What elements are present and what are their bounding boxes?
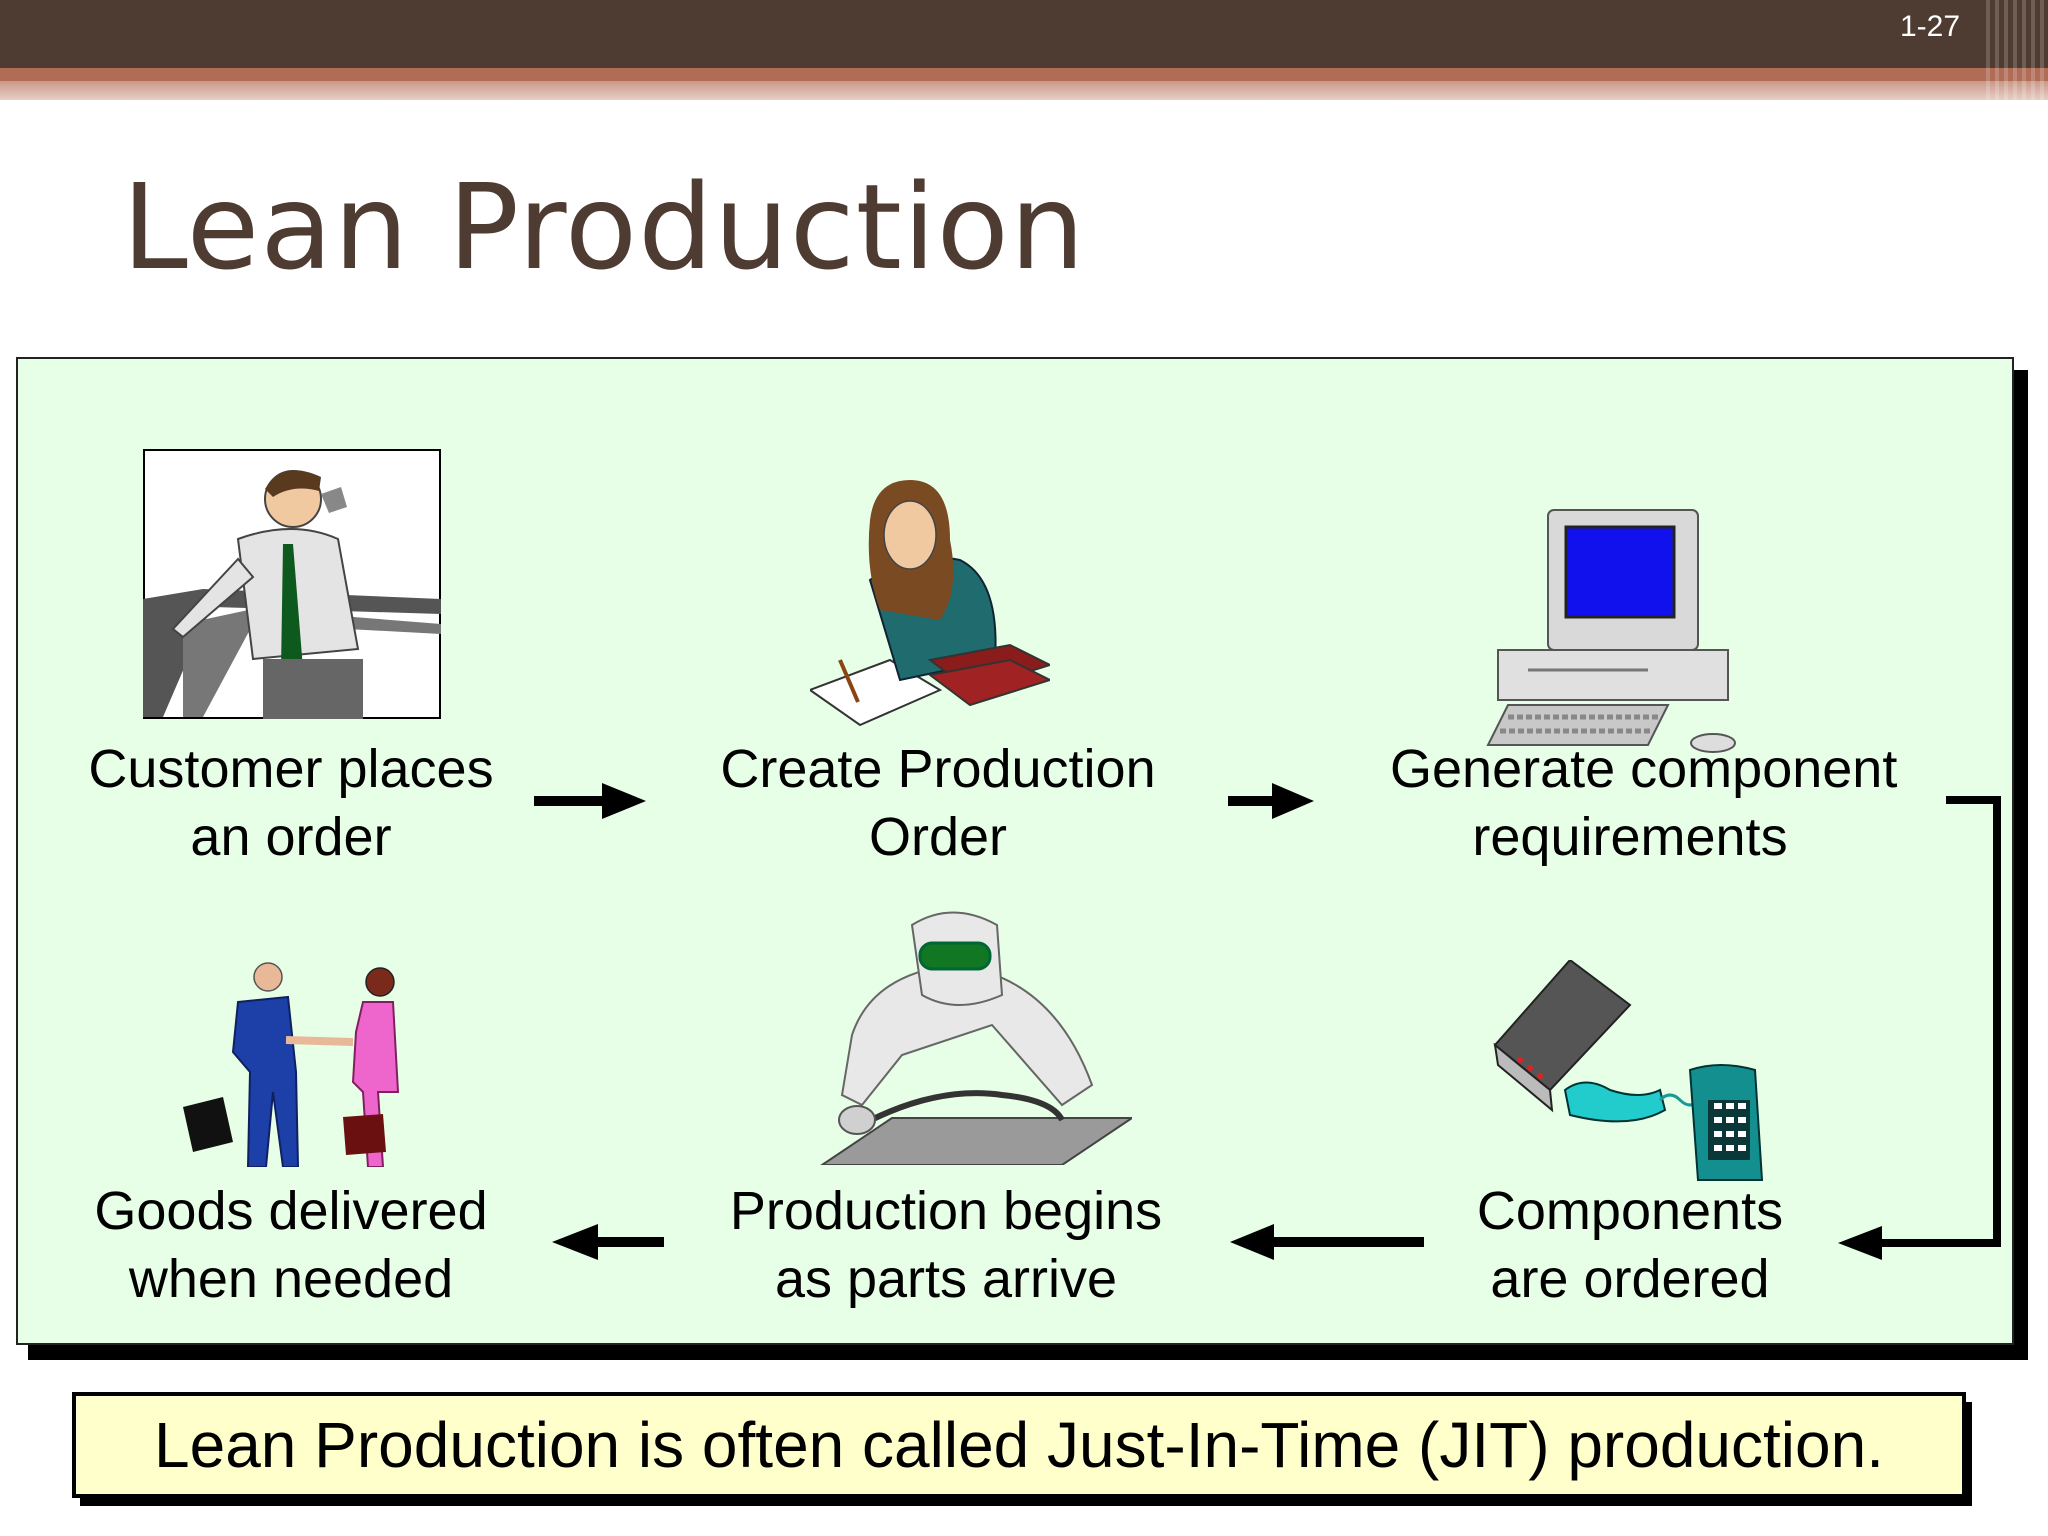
step-label-line2: Order xyxy=(868,807,1008,867)
jit-callout: Lean Production is often called Just-In-… xyxy=(72,1392,1966,1498)
callout-text: Lean Production is often called Just-In-… xyxy=(154,1409,1884,1481)
step-label-line1: Generate component xyxy=(1390,739,1898,799)
step-goods-delivered: Goods delivered when needed xyxy=(51,1177,531,1313)
step-production-begins: Production begins as parts arrive xyxy=(706,1177,1186,1313)
handshake-icon xyxy=(183,962,400,1167)
step-label-line2: requirements xyxy=(1472,807,1788,867)
woman-writing-icon xyxy=(810,480,1050,727)
step-label-line2: as parts arrive xyxy=(774,1249,1118,1309)
banner-fade-stripe xyxy=(0,81,2048,100)
step-label-line1: Goods delivered xyxy=(94,1181,488,1241)
top-banner xyxy=(0,0,2048,68)
step-label-line1: Production begins xyxy=(729,1181,1163,1241)
arrow-requirements-to-components xyxy=(1838,796,2001,1260)
slide-title: Lean Production xyxy=(122,158,1086,296)
arrow-components-to-production xyxy=(1230,1224,1424,1260)
arrow-production-to-requirements xyxy=(1228,783,1314,819)
arrow-production-to-delivery xyxy=(552,1224,664,1260)
step-label-line2: when needed xyxy=(128,1249,454,1309)
step-customer-order: Customer places an order xyxy=(51,735,531,871)
man-on-phone-icon xyxy=(143,449,441,719)
step-label-line2: are ordered xyxy=(1490,1249,1770,1309)
phone-and-modem-icon xyxy=(1493,960,1764,1181)
arrow-order-to-production xyxy=(534,783,646,819)
step-label-line1: Create Production xyxy=(720,739,1156,799)
step-label-line2: an order xyxy=(190,807,392,867)
slide-number: 1-27 xyxy=(1899,10,1960,43)
step-components-ordered: Components are ordered xyxy=(1390,1177,1870,1313)
banner-accent-stripe xyxy=(0,68,2048,81)
step-label-line1: Customer places xyxy=(88,739,494,799)
computer-icon xyxy=(1486,509,1736,753)
cleanroom-worker-icon xyxy=(820,911,1132,1165)
banner-texture xyxy=(1986,0,2048,100)
step-label-line1: Components xyxy=(1476,1181,1784,1241)
step-generate-requirements: Generate component requirements xyxy=(1390,735,1898,871)
step-create-production-order: Create Production Order xyxy=(698,735,1178,871)
